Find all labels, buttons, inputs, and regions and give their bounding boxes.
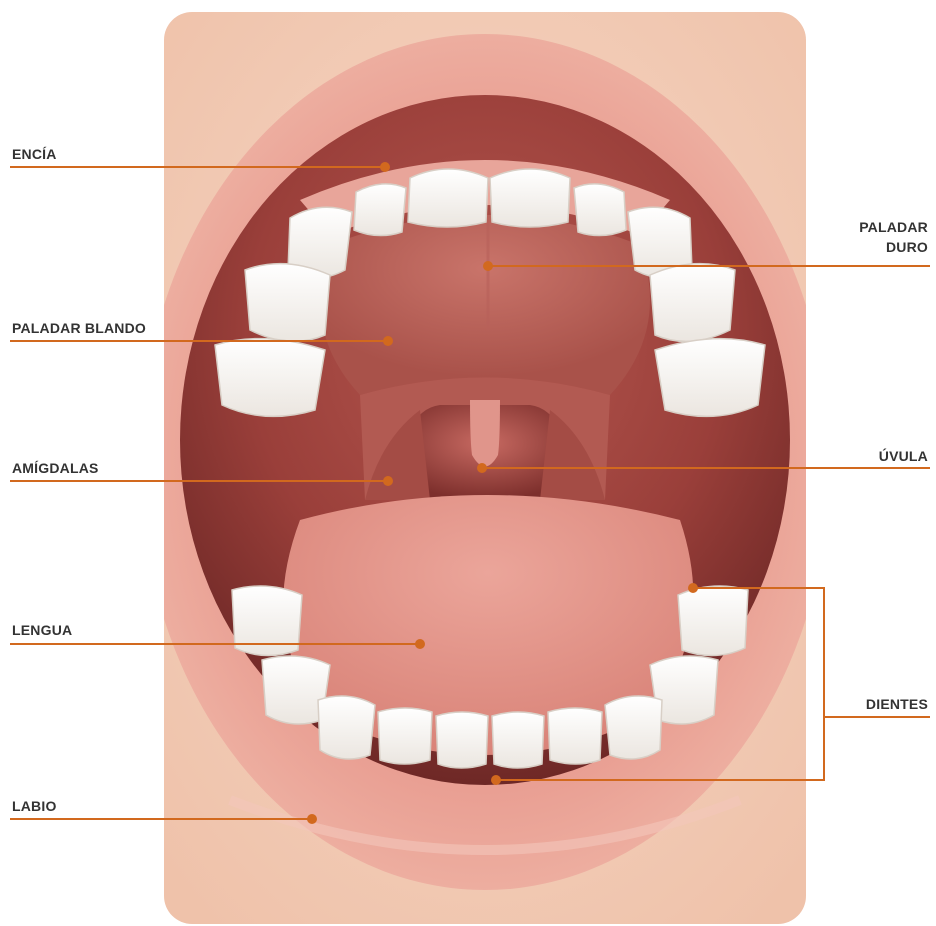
label-paladar-duro: PALADAR DURO (859, 217, 928, 257)
label-amigdalas: AMÍGDALAS (12, 458, 99, 478)
leader-paladar-duro-dot (483, 261, 493, 271)
label-dientes: DIENTES (866, 694, 928, 714)
leader-dientes-dot-2 (491, 775, 501, 785)
leader-dientes-dot-1 (688, 583, 698, 593)
uvula (470, 400, 500, 467)
leader-amigdalas-dot (383, 476, 393, 486)
leader-encia-dot (380, 162, 390, 172)
hard-palate (320, 215, 650, 395)
label-paladar-duro-line1: PALADAR (859, 217, 928, 237)
label-paladar-blando: PALADAR BLANDO (12, 318, 146, 338)
leader-labio-dot (307, 814, 317, 824)
label-paladar-duro-line2: DURO (859, 237, 928, 257)
label-lengua: LENGUA (12, 620, 72, 640)
leader-uvula-dot (477, 463, 487, 473)
label-encia: ENCÍA (12, 144, 57, 164)
label-labio: LABIO (12, 796, 57, 816)
leader-paladar-blando-dot (383, 336, 393, 346)
label-uvula: ÚVULA (879, 446, 928, 466)
leader-lengua-dot (415, 639, 425, 649)
